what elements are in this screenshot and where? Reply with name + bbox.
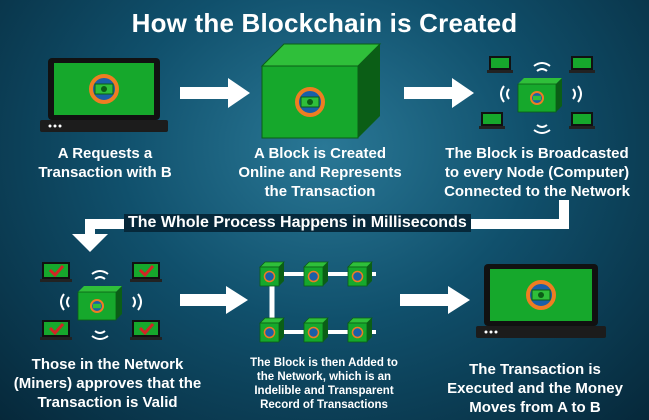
page-title: How the Blockchain is Created <box>131 8 518 38</box>
network-broadcast-icon <box>479 56 595 134</box>
caption-line: Indelible and Transparent <box>254 385 394 397</box>
step-5-caption: The Block is then Added to the Network, … <box>228 356 420 412</box>
caption-line: Executed and the Money <box>447 380 623 397</box>
arrow-right-icon <box>404 78 474 108</box>
chain-of-blocks-icon <box>259 261 376 343</box>
arrow-right-icon <box>180 286 248 314</box>
process-banner: The Whole Process Happens in Millisecond… <box>124 214 471 232</box>
laptop-icon <box>40 58 168 132</box>
block-cube-icon <box>260 43 382 139</box>
completed-laptop-icon <box>476 264 606 338</box>
step-2-caption: A Block is Created Online and Represents… <box>215 144 425 201</box>
step-6-caption: The Transaction is Executed and the Mone… <box>430 360 640 417</box>
step-1-caption: A Requests a Transaction with B <box>10 144 200 182</box>
caption-line: The Block is Broadcasted <box>445 145 629 162</box>
caption-line: Connected to the Network <box>444 183 630 200</box>
step-3-caption: The Block is Broadcasted to every Node (… <box>422 144 649 201</box>
checked-network-icon <box>38 260 164 342</box>
caption-line: The Transaction is <box>469 361 601 378</box>
caption-line: A Block is Created <box>254 145 386 162</box>
caption-line: Those in the Network <box>31 356 184 373</box>
arrow-right-icon <box>400 286 470 314</box>
caption-line: to every Node (Computer) <box>444 164 630 181</box>
caption-line: A Requests a <box>57 145 153 162</box>
step-4-caption: Those in the Network (Miners) approves t… <box>0 355 215 412</box>
caption-line: Transaction is Valid <box>37 394 178 411</box>
caption-line: the Network, which is an <box>256 371 392 383</box>
caption-line: Record of Transactions <box>260 399 388 411</box>
caption-line: the Transaction <box>264 183 376 200</box>
caption-line: The Block is then Added to <box>250 357 398 369</box>
caption-line: Moves from A to B <box>469 399 601 416</box>
caption-line: Online and Represents <box>238 164 402 181</box>
caption-line: Transaction with B <box>38 164 172 181</box>
arrow-right-icon <box>180 78 250 108</box>
caption-line: (Miners) approves that the <box>13 375 202 392</box>
